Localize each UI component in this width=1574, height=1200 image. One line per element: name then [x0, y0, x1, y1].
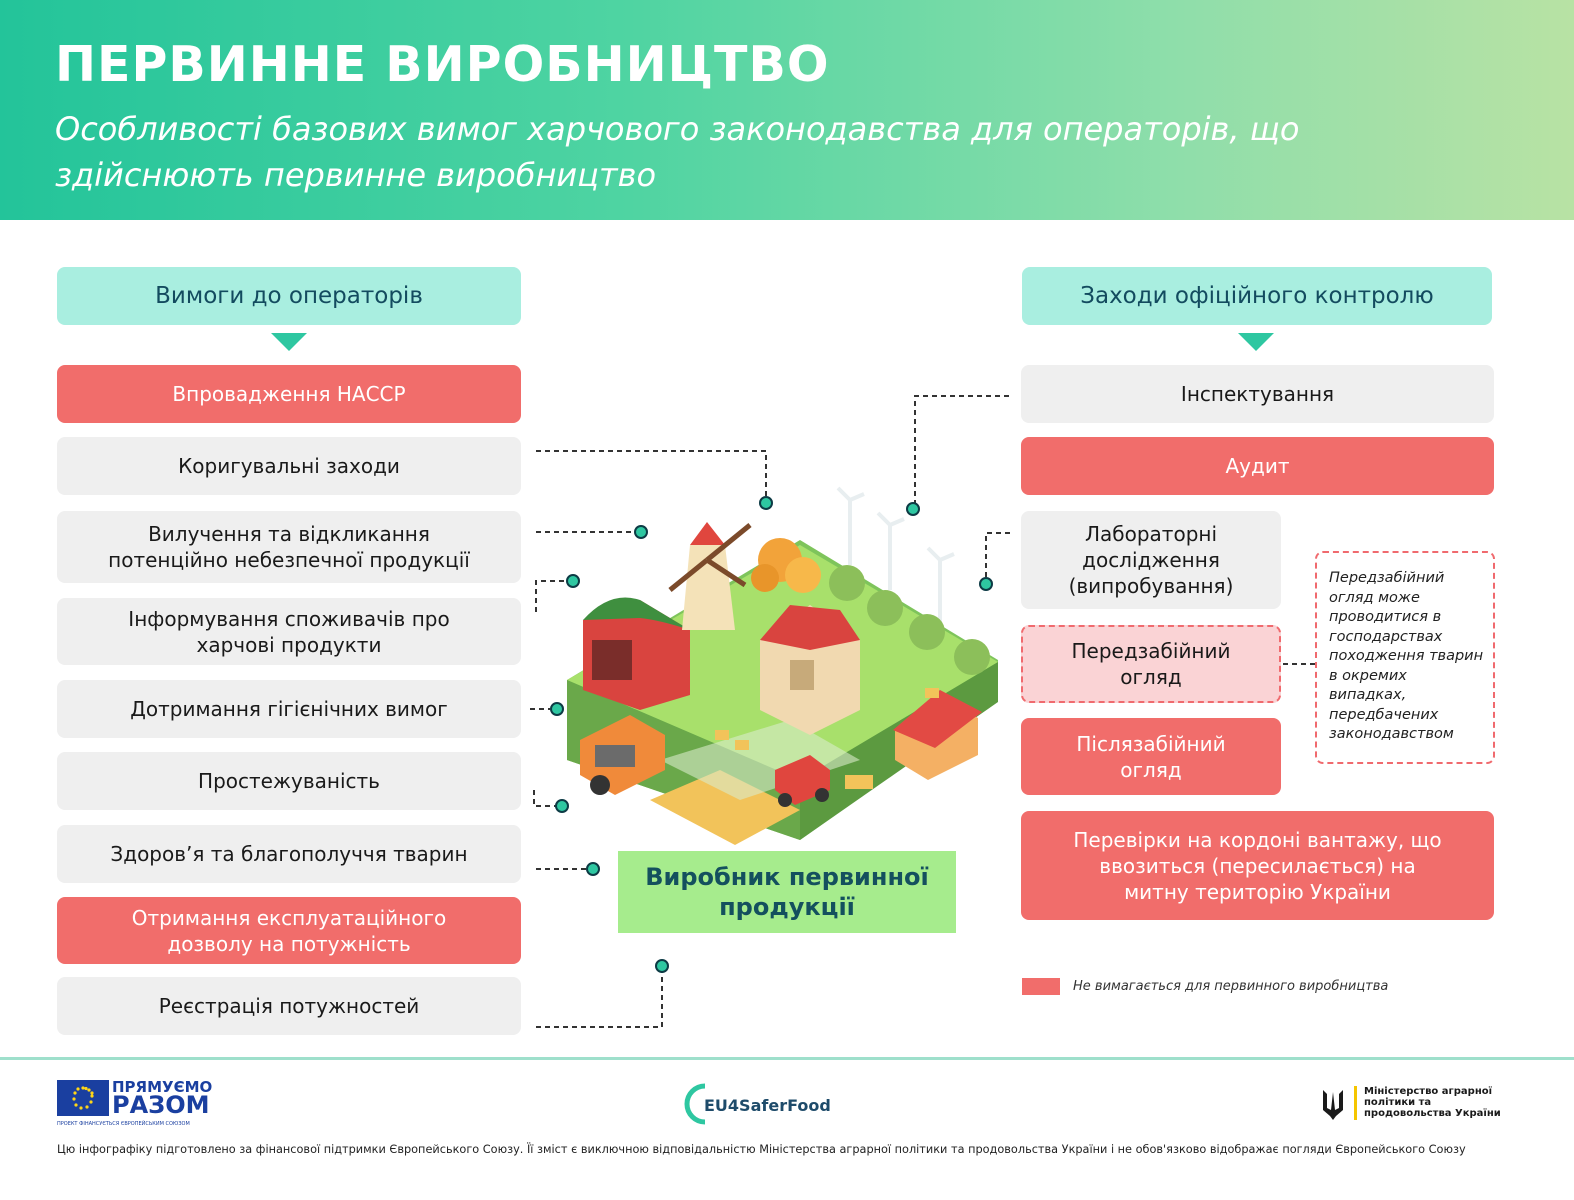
antemortem-note: Передзабійний огляд може проводитися в г… [1315, 551, 1495, 764]
ministry-accent-bar [1354, 1086, 1357, 1120]
ctrl-border-checks: Перевірки на кордоні вантажу, що ввозить… [1021, 811, 1494, 920]
eu-logo-line1: ПРЯМУЄМО [112, 1078, 213, 1096]
req-corrective-actions: Коригувальні заходи [57, 437, 521, 495]
connector-dots [550, 496, 993, 973]
windmill [668, 522, 752, 630]
legend-text: Не вимагається для первинного виробництв… [1073, 979, 1389, 994]
eu4saferfood-logo-icon [683, 1078, 713, 1133]
farmhouse [760, 605, 860, 735]
dotted-connectors [530, 395, 1315, 1028]
page-title: ПЕРВИННЕ ВИРОБНИЦТВО [55, 36, 830, 93]
page-subtitle: Особливості базових вимог харчового зако… [55, 110, 1300, 194]
ctrl-laboratory-testing: Лабораторні дослідження (випробування) [1021, 511, 1281, 609]
eu-logo-small: ПРОЕКТ ФІНАНСУЄТЬСЯ ЄВРОПЕЙСЬКИМ СОЮЗОМ [57, 1121, 190, 1127]
ctrl-postmortem: Післязабійний огляд [1021, 718, 1281, 795]
tractor [775, 755, 830, 807]
req-hygiene: Дотримання гігієнічних вимог [57, 680, 521, 738]
footer-divider [0, 1057, 1574, 1060]
right-column-heading: Заходи офіційного контролю [1022, 267, 1492, 325]
req-registration: Реєстрація потужностей [57, 977, 521, 1035]
wheat-field [650, 770, 800, 845]
ctrl-audit: Аудит [1021, 437, 1494, 495]
trident-icon [1320, 1086, 1346, 1125]
footer-disclaimer: Цю інфографіку підготовлено за фінансово… [57, 1143, 1466, 1156]
trees [829, 565, 990, 675]
barn [583, 597, 690, 710]
eu-flag-icon [57, 1080, 109, 1116]
eu-logo-line2: РАЗОМ [112, 1091, 210, 1119]
req-animal-health: Здоров’я та благополуччя тварин [57, 825, 521, 883]
ctrl-inspection: Інспектування [1021, 365, 1494, 423]
farm-illustration [567, 486, 998, 845]
primary-producer-label: Виробник первинної продукції [618, 851, 956, 933]
req-operating-permit: Отримання експлуатаційного дозволу на по… [57, 897, 521, 964]
shed [893, 690, 982, 780]
header-banner: ПЕРВИННЕ ВИРОБНИЦТВО Особливості базових… [0, 0, 1574, 220]
req-haccp: Впровадження НАССР [57, 365, 521, 423]
req-consumer-information: Інформування споживачів про харчові прод… [57, 598, 521, 665]
ctrl-antemortem: Передзабійний огляд [1021, 625, 1281, 703]
left-column-heading: Вимоги до операторів [57, 267, 521, 325]
eu4saferfood-logo-text: EU4SaferFood [704, 1096, 831, 1115]
req-traceability: Простежуваність [57, 752, 521, 810]
combine-harvester [580, 715, 665, 795]
legend-swatch [1022, 978, 1060, 995]
right-arrow-down-icon [1238, 333, 1274, 351]
req-withdrawal-recall: Вилучення та відкликання потенційно небе… [57, 511, 521, 583]
left-arrow-down-icon [271, 333, 307, 351]
wind-turbines [836, 486, 955, 625]
ministry-name: Міністерство аграрної політики та продов… [1364, 1086, 1501, 1119]
